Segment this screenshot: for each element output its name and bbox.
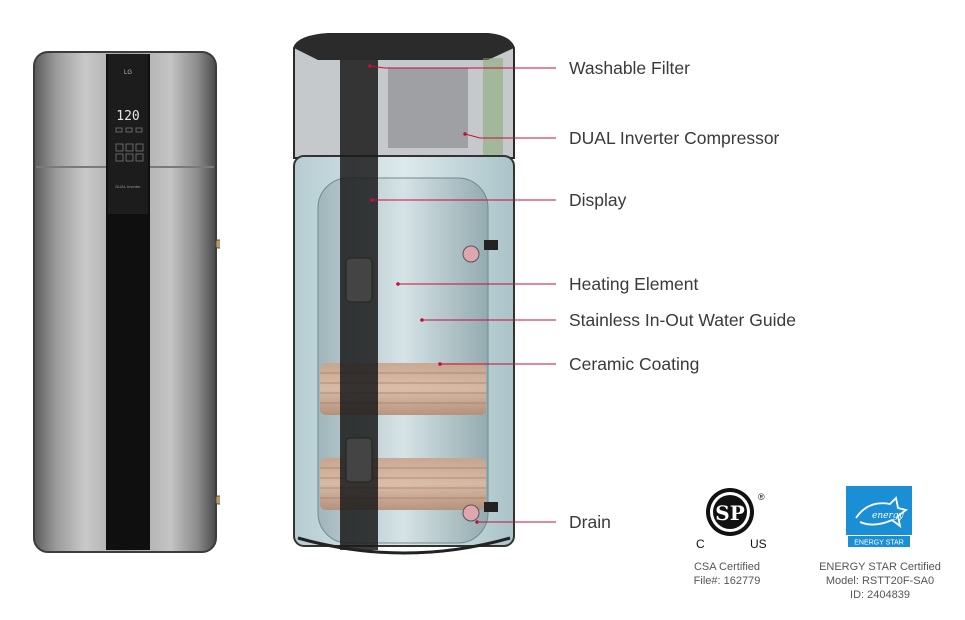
energy-star-certified-label: ENERGY STAR Certified — [819, 561, 941, 573]
energy-star-id: ID: 2404839 — [850, 589, 910, 601]
callout-dot-drain — [475, 520, 479, 524]
callout-dot-compressor — [463, 132, 467, 136]
callout-line-washable-filter — [369, 65, 556, 69]
callout-dot-water-guide — [420, 318, 424, 322]
csa-caption: CSA Certified File#: 162779 — [672, 560, 782, 588]
water-heater-exterior-image: LG 120 DUAL Inverter — [33, 51, 220, 553]
svg-text:energy: energy — [872, 511, 905, 521]
callout-line-compressor — [464, 133, 556, 139]
callout-dot-ceramic-coating — [438, 362, 442, 366]
callout-dual-inverter-compressor: DUAL Inverter Compressor — [569, 128, 780, 148]
csa-certified-label: CSA Certified — [693, 561, 761, 573]
energy-star-logo: energy ENERGY STAR — [846, 486, 912, 548]
callout-stainless-water-guide: Stainless In-Out Water Guide — [569, 310, 796, 330]
model-badge: DUAL Inverter — [115, 184, 141, 189]
csa-mark-us: US — [750, 537, 767, 551]
callout-dot-display — [370, 198, 374, 202]
callout-dot-washable-filter — [368, 64, 372, 68]
water-heater-cutaway-image — [293, 33, 515, 555]
callout-dot-heating-element — [396, 282, 400, 286]
csa-logo-text: SP — [715, 501, 744, 525]
csa-mark-c: C — [696, 537, 705, 551]
csa-logo: SP ® C US — [696, 488, 767, 551]
callout-heating-element: Heating Element — [569, 274, 699, 294]
svg-text:LG: LG — [124, 70, 132, 76]
energy-star-model: Model: RSTT20F-SA0 — [825, 575, 935, 587]
display-readout: 120 — [116, 109, 139, 124]
callout-ceramic-coating: Ceramic Coating — [569, 354, 700, 374]
callout-washable-filter: Washable Filter — [569, 58, 690, 78]
energy-star-caption: ENERGY STAR Certified Model: RSTT20F-SA0… — [810, 560, 950, 602]
callout-display: Display — [569, 190, 627, 210]
callout-drain: Drain — [569, 512, 611, 532]
csa-file-number: File#: 162779 — [693, 575, 761, 587]
energy-star-logo-text: ENERGY STAR — [854, 540, 904, 547]
svg-text:®: ® — [758, 492, 765, 502]
